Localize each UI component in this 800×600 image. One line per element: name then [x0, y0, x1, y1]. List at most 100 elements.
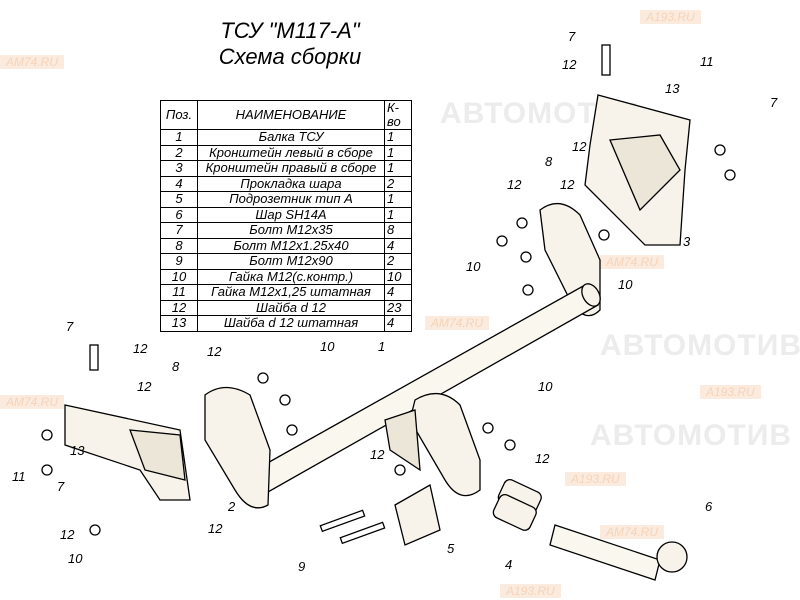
callout-label: 12 [208, 521, 223, 536]
watermark-site: AM74.RU [0, 55, 65, 69]
tow-ball [656, 541, 688, 573]
callout-label: 12 [207, 344, 222, 359]
cell-name: Подрозетник тип А [197, 191, 385, 208]
callout-label: 10 [320, 339, 335, 354]
cell-pos: 3 [160, 160, 198, 177]
callout-label: 7 [66, 319, 74, 334]
watermark-brand: АВТОМОТИВ [590, 419, 792, 452]
cell-name: Шайба d 12 штатная [197, 315, 385, 332]
callout-label: 11 [12, 469, 26, 484]
callout-label: 7 [57, 479, 65, 494]
left-bracket [64, 404, 191, 501]
callout-label: 13 [665, 81, 680, 96]
callout-label: 12 [507, 177, 522, 192]
cell-qty: 10 [384, 268, 412, 285]
beam-plate-left [204, 386, 271, 509]
callout-label: 10 [618, 277, 633, 292]
callout-label: 7 [770, 95, 778, 110]
cell-qty: 4 [384, 315, 412, 332]
cell-pos: 6 [160, 206, 198, 223]
callout-label: 1 [378, 339, 386, 354]
cell-pos: 13 [160, 315, 198, 332]
cell-name: Шар SH14A [197, 206, 385, 223]
cell-qty: 4 [384, 237, 412, 254]
title-line-2: Схема сборки [218, 44, 362, 69]
cell-pos: 7 [160, 222, 198, 239]
col-pos: Поз. [160, 100, 198, 130]
watermark-site: A193.RU [640, 10, 701, 24]
table-header-row: Поз. НАИМЕНОВАНИЕ К-во [160, 100, 412, 130]
cell-pos: 9 [160, 253, 198, 270]
title-line-1: ТСУ "М117-А" [220, 18, 360, 43]
cell-name: Кронштейн правый в сборе [197, 160, 385, 177]
col-qty: К-во [384, 100, 412, 130]
cell-pos: 11 [160, 284, 198, 301]
diagram-title: ТСУ "М117-А" Схема сборки [180, 18, 400, 70]
cell-name: Гайка М12х1,25 штатная [197, 284, 385, 301]
callout-label: 13 [70, 443, 85, 458]
cell-qty: 4 [384, 284, 412, 301]
cell-qty: 1 [384, 191, 412, 208]
cell-pos: 10 [160, 268, 198, 285]
callout-label: 10 [538, 379, 553, 394]
callout-label: 9 [298, 559, 306, 574]
cell-pos: 2 [160, 144, 198, 161]
cell-qty: 1 [384, 206, 412, 223]
cell-name: Болт М12х1.25х40 [197, 237, 385, 254]
cell-qty: 2 [384, 175, 412, 192]
cell-qty: 1 [384, 160, 412, 177]
cell-qty: 8 [384, 222, 412, 239]
cell-name: Гайка М12(с.контр.) [197, 268, 385, 285]
cell-pos: 12 [160, 299, 198, 316]
cell-name: Болт М12х35 [197, 222, 385, 239]
callout-label: 12 [370, 447, 385, 462]
callout-label: 12 [560, 177, 575, 192]
hitch-plate [409, 393, 481, 497]
callout-label: 12 [572, 139, 587, 154]
callout-label: 5 [447, 541, 455, 556]
cell-name: Кронштейн левый в сборе [197, 144, 385, 161]
callout-label: 12 [60, 527, 75, 542]
callout-label: 11 [700, 54, 714, 69]
cell-qty: 1 [384, 129, 412, 146]
cell-name: Болт М12х90 [197, 253, 385, 270]
cell-qty: 1 [384, 144, 412, 161]
ball-spacer [492, 493, 537, 531]
callout-label: 2 [228, 499, 236, 514]
callout-label: 6 [705, 499, 713, 514]
cell-qty: 23 [384, 299, 412, 316]
watermark-site: A193.RU [500, 584, 561, 598]
socket-plate [394, 483, 441, 546]
watermark-site: AM74.RU [600, 525, 665, 539]
cell-pos: 8 [160, 237, 198, 254]
callout-label: 3 [683, 234, 691, 249]
watermark-site: AM74.RU [0, 395, 65, 409]
watermark-brand: АВТОМОТИВ [600, 329, 800, 362]
watermark-site: A193.RU [700, 385, 761, 399]
tow-ball-shank [549, 524, 661, 581]
cell-qty: 2 [384, 253, 412, 270]
callout-label: 7 [568, 29, 576, 44]
cell-name: Балка ТСУ [197, 129, 385, 146]
callout-label: 12 [562, 57, 577, 72]
col-name: НАИМЕНОВАНИЕ [197, 100, 385, 130]
watermark-site: AM74.RU [425, 316, 490, 330]
callout-label: 8 [172, 359, 180, 374]
callout-label: 12 [137, 379, 152, 394]
callout-label: 10 [68, 551, 83, 566]
callout-label: 8 [545, 154, 553, 169]
callout-label: 12 [133, 341, 148, 356]
cell-name: Шайба d 12 [197, 299, 385, 316]
callout-label: 12 [535, 451, 550, 466]
